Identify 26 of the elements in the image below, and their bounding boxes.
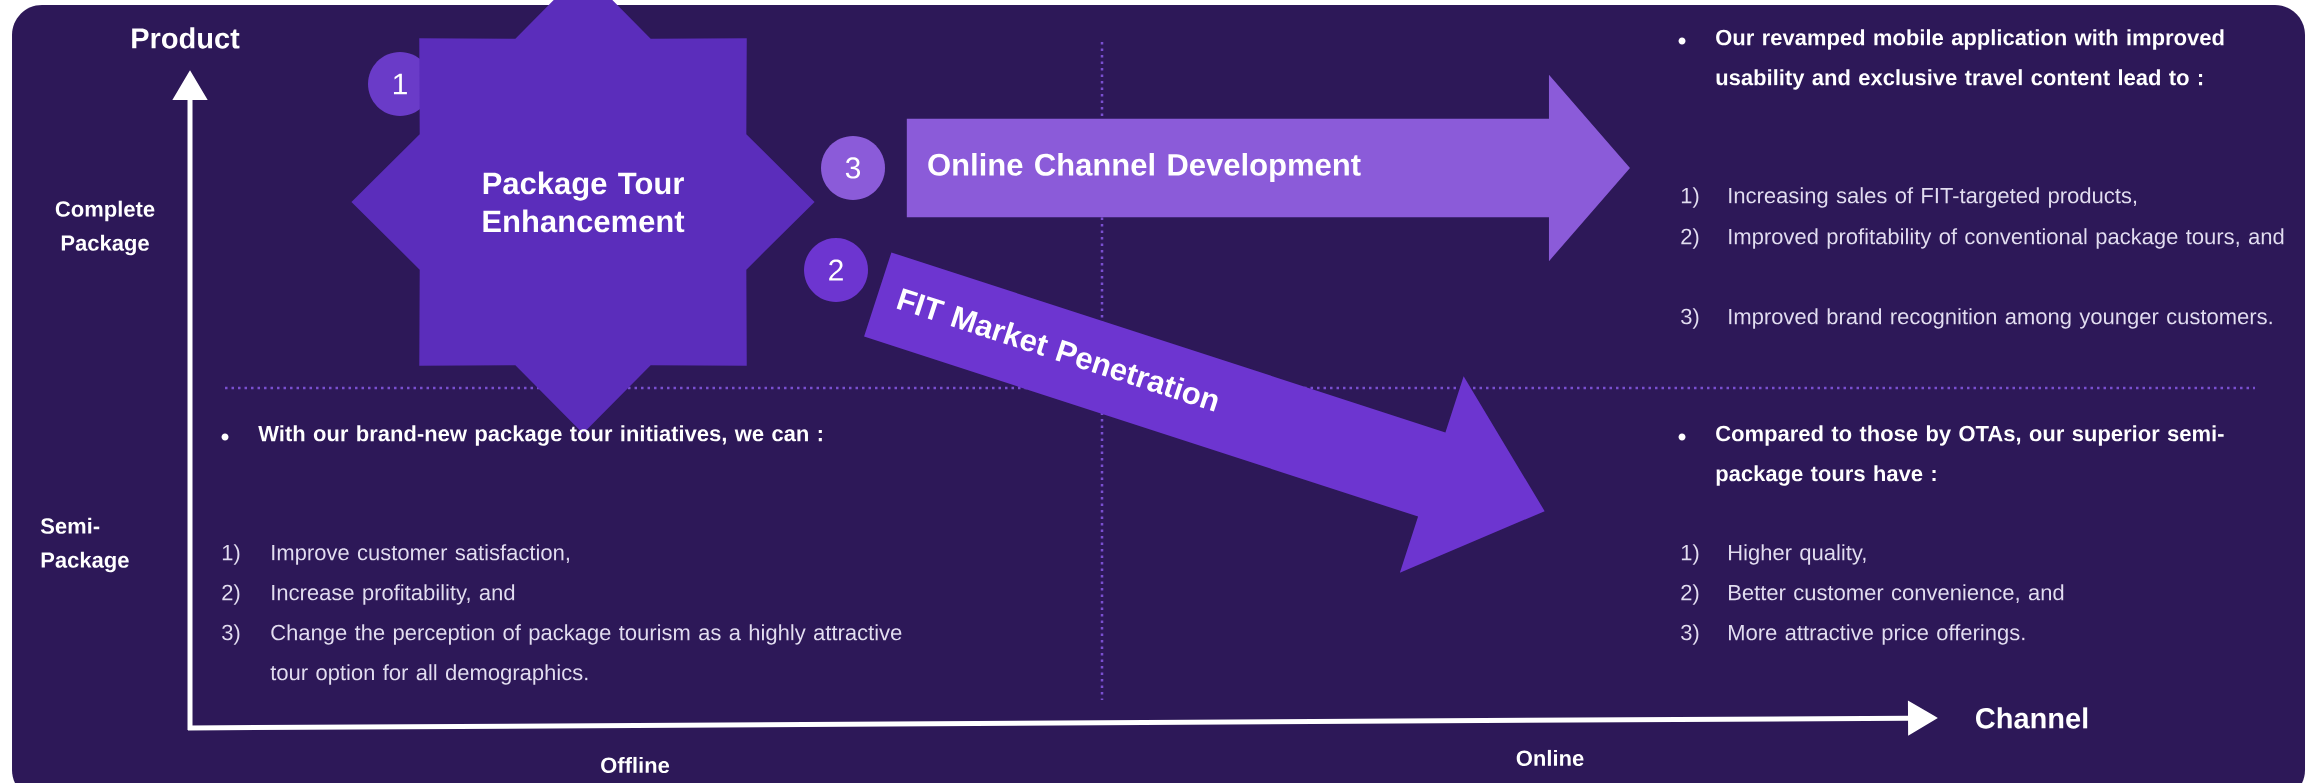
bullet-text: Compared to those by OTAs, our superior semi-package tours have : — [1716, 425, 2224, 486]
list-number: 1) — [222, 544, 240, 565]
bullet-text: Our revamped mobile application with improved usability and exclusive travel content lead to : — [1716, 29, 2224, 90]
axis-label: Channel — [1976, 707, 2088, 729]
list-number: 1) — [1681, 544, 1699, 565]
list-number: 3) — [222, 624, 240, 645]
list-item: Change the perception of package tourism as a highly attractive tour option for all demographics. — [270, 624, 902, 685]
list-item: Increase profitability, and — [272, 584, 515, 605]
list-number: 2) — [1681, 584, 1699, 605]
list-number: 3) — [1681, 308, 1699, 329]
list-item: More attractive price offerings. — [1729, 624, 2025, 645]
axis-label: Product — [132, 27, 240, 49]
list-item: Better customer convenience, and — [1729, 584, 2064, 603]
axis-label: Semi-Package — [40, 517, 129, 573]
axis-label: Online — [1516, 749, 1584, 767]
list-item: Improved profitability of conventional package tours, and — [1729, 228, 2284, 249]
list-item: Improved brand recognition among younger customers. — [1729, 308, 2272, 329]
list-number: 2) — [1681, 228, 1699, 249]
list-item: Improve customer satisfaction, — [272, 544, 569, 565]
list-number: 1) — [1681, 187, 1699, 208]
list-number: 3) — [1681, 624, 1699, 645]
axis-label: Offline — [601, 756, 670, 774]
list-number: 2) — [222, 584, 240, 605]
list-item: Higher quality, — [1729, 544, 1866, 565]
axis-label: Complete Package — [55, 200, 155, 256]
list-item: Increasing sales of FIT-targeted products, — [1729, 187, 2137, 208]
